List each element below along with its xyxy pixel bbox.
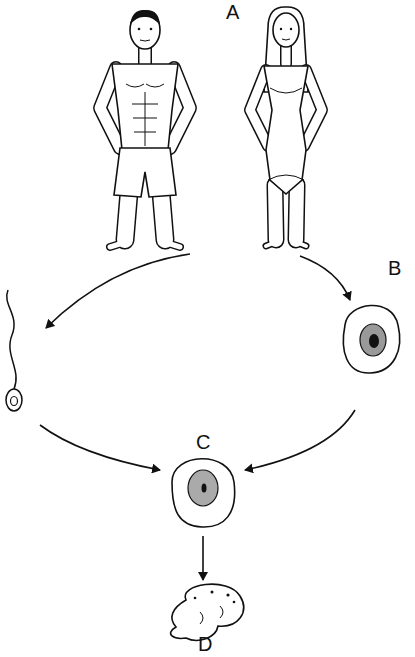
part-letter: D — [198, 634, 212, 654]
egg-cell — [343, 305, 399, 373]
female-figure — [250, 7, 322, 246]
part-letter: C — [196, 432, 210, 452]
embryo — [171, 584, 244, 640]
zygote-cell — [172, 459, 235, 527]
male-figure — [100, 10, 190, 247]
part-letter: A — [226, 2, 239, 22]
process-arrow — [40, 254, 355, 580]
part-letter: B — [388, 258, 401, 278]
sperm-cell — [6, 290, 22, 411]
